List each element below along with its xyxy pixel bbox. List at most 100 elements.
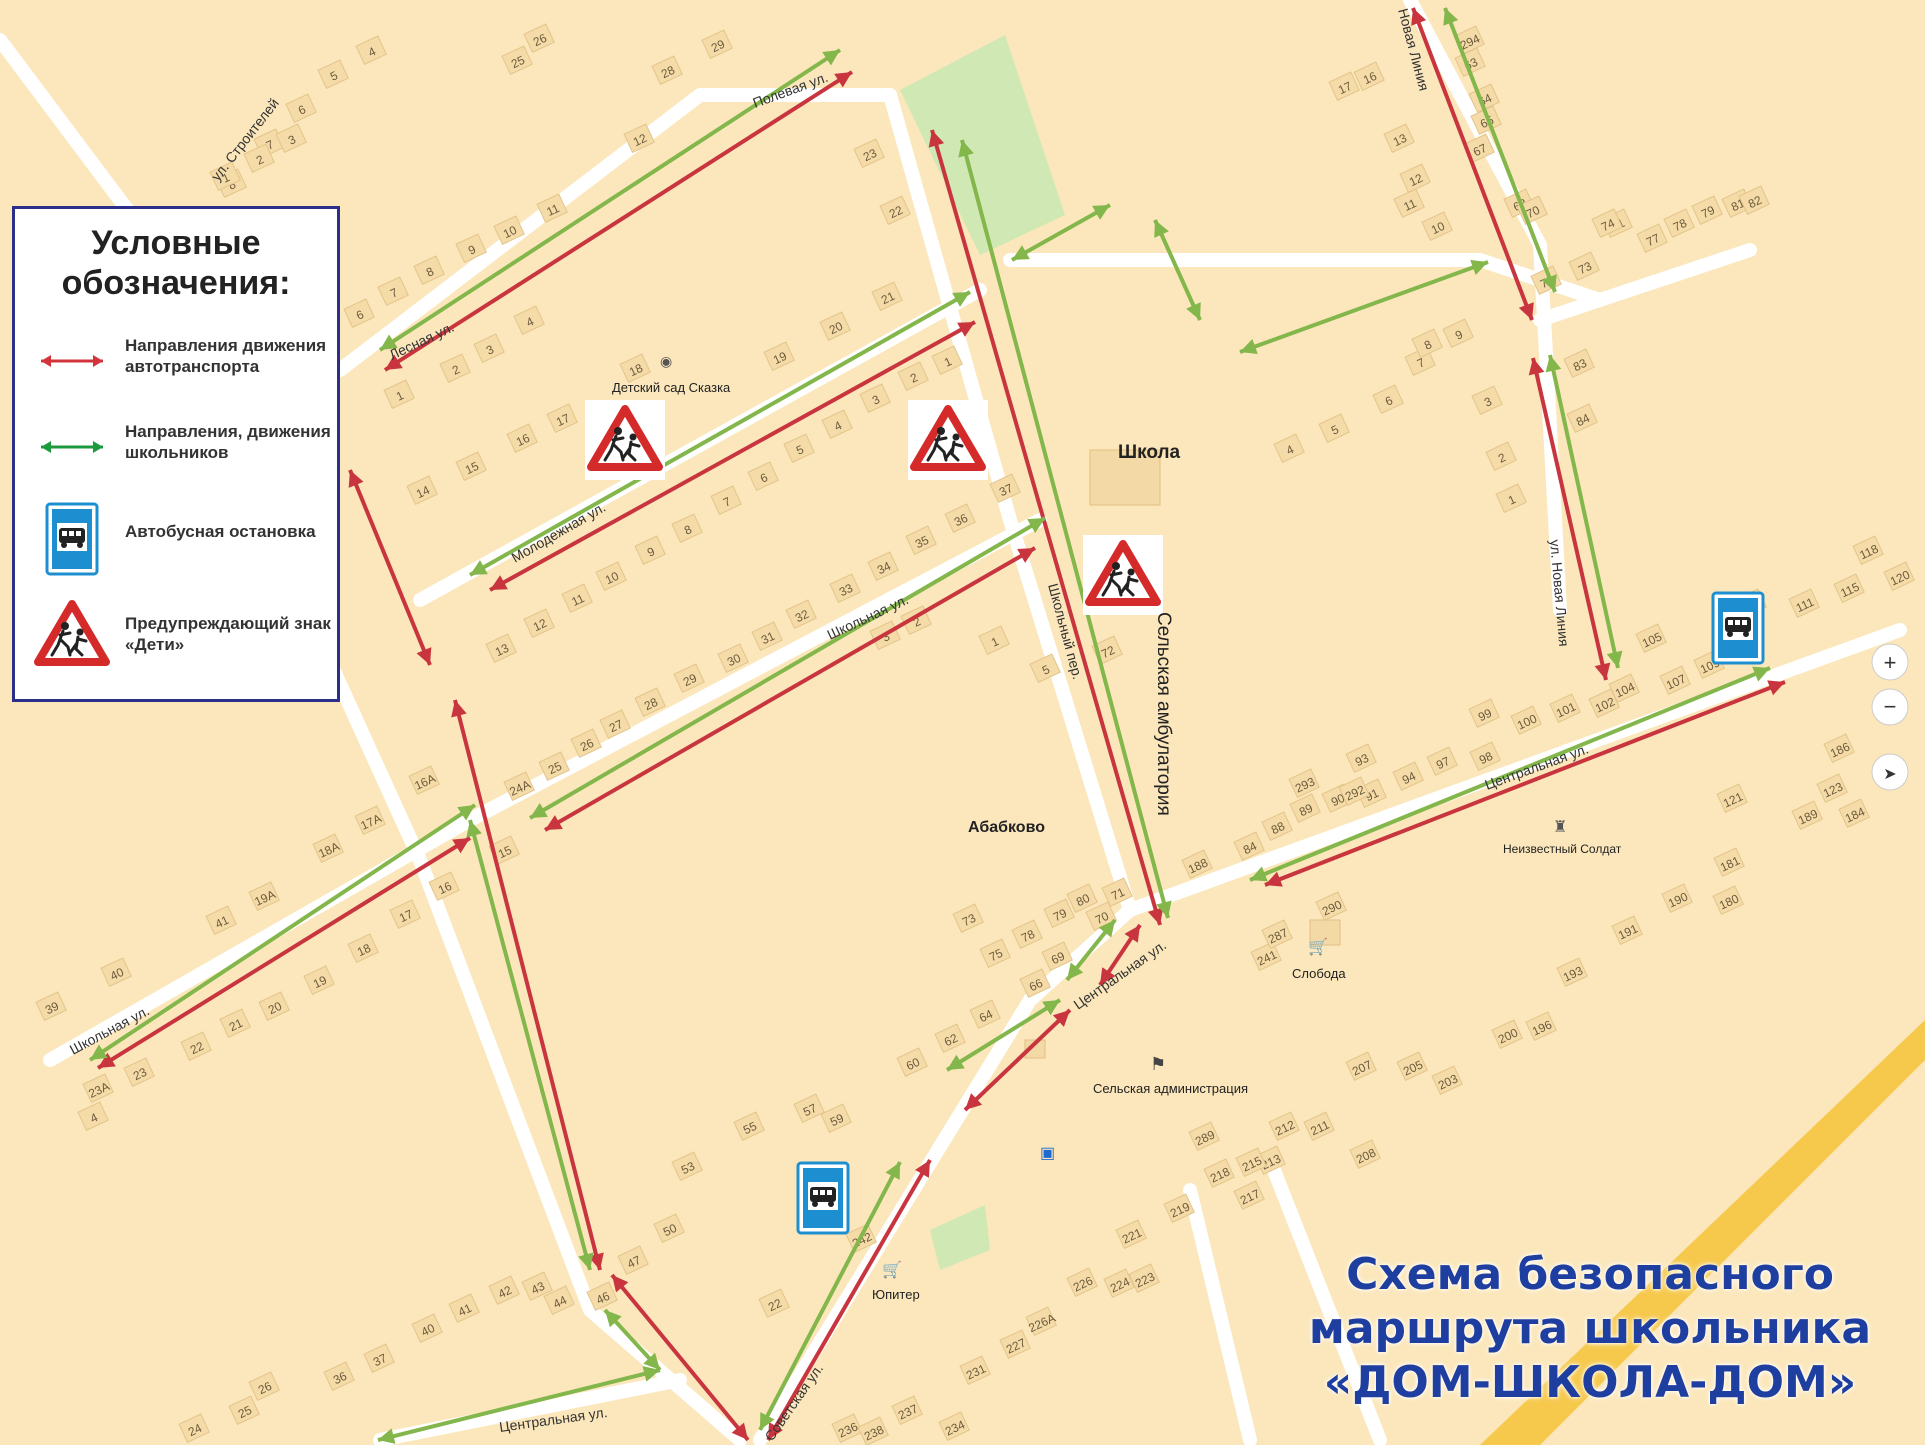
house-number: 20 [266, 999, 284, 1017]
red-arrow-head [1594, 662, 1611, 680]
map-title: Схема безопасного маршрута школьника «ДО… [1300, 1248, 1880, 1410]
house-marker [1025, 1306, 1057, 1336]
house-marker [1328, 71, 1360, 101]
house-marker [1791, 800, 1823, 830]
green-arrow-head [1250, 866, 1268, 882]
house-number: 28 [659, 63, 677, 81]
green-arrow-head [605, 1310, 622, 1328]
house-marker [1338, 776, 1370, 806]
house-marker [599, 709, 631, 739]
green-arrow-head [1092, 205, 1110, 220]
house-number: 37 [997, 481, 1015, 499]
green-arrow [758, 1161, 902, 1431]
house-number: 16 [514, 431, 532, 449]
house-marker [879, 195, 911, 225]
red-arrow-head [834, 72, 852, 88]
green-arrow-head [1156, 900, 1172, 918]
house-marker [1393, 188, 1425, 218]
red-arrow-head [490, 575, 508, 590]
house-number: 19 [311, 973, 329, 991]
house-number: 35 [913, 533, 931, 551]
house-marker [248, 881, 280, 911]
green-arrow [1011, 203, 1111, 262]
house-marker [82, 1073, 114, 1103]
zoom-in-button[interactable] [1871, 643, 1909, 681]
legend-text-sign: Предупреждающий знак «Дети» [125, 614, 331, 654]
traffic-direction-arrows [96, 7, 1786, 1442]
house-number: 69 [1049, 949, 1067, 967]
house-marker [455, 233, 487, 263]
legend-item-pedestrian: Направления, движения школьников [15, 407, 337, 497]
house-marker [178, 1413, 210, 1443]
house-number: 47 [625, 1253, 643, 1271]
zoom-out-button[interactable] [1871, 688, 1909, 726]
red-arrow-head [768, 1422, 783, 1440]
house-marker [413, 255, 445, 285]
children-warning-sign-icon [908, 400, 988, 480]
house-number: 17 [1336, 79, 1354, 97]
house-marker [999, 1329, 1031, 1359]
map-controls[interactable]: + − ➤ [1871, 643, 1909, 791]
house-marker [536, 193, 568, 223]
red-arrow-head [1411, 8, 1427, 26]
ambulatory-label: Сельская амбулатория [1153, 612, 1174, 816]
red-arrow-head [1124, 925, 1140, 943]
green-arrow [960, 139, 1170, 919]
house-number: 77 [1644, 231, 1662, 249]
red-arrow-head [1265, 871, 1283, 887]
house-marker [1716, 783, 1748, 813]
house-marker [1392, 761, 1424, 791]
house-marker [897, 361, 929, 391]
house-number: 32 [793, 607, 811, 625]
house-number: 21 [227, 1016, 245, 1034]
house-marker [546, 403, 578, 433]
house-marker [651, 55, 683, 85]
house-marker [1233, 1180, 1265, 1210]
house-number: 18 [627, 361, 645, 379]
house-marker [1563, 348, 1595, 378]
house-marker [538, 751, 570, 781]
house-number: 33 [837, 581, 855, 599]
red-arrow-head [928, 130, 945, 148]
house-marker [1353, 61, 1385, 91]
house-marker [1349, 1139, 1381, 1169]
place-labels: Школа Сельская амбулатория Абабково Детс… [612, 380, 1622, 1302]
house-marker [763, 341, 795, 371]
house-number: 78 [1019, 927, 1037, 945]
house-number: 12 [631, 131, 649, 149]
house-marker [1261, 811, 1293, 841]
house-marker [1383, 123, 1415, 153]
house-marker [634, 535, 666, 565]
house-marker [710, 485, 742, 515]
house-marker [1261, 919, 1293, 949]
house-marker [671, 513, 703, 543]
house-marker [455, 451, 487, 481]
green-arrow [378, 48, 842, 352]
legend-item-traffic: Направления движения автотранспорта [15, 321, 337, 411]
house-marker [343, 298, 375, 328]
house-marker [473, 333, 505, 363]
house-marker [1468, 698, 1500, 728]
house-marker [931, 345, 963, 375]
house-number: 73 [1576, 259, 1594, 277]
house-number: 22 [887, 203, 905, 221]
house-number: 27 [607, 717, 625, 735]
house-number: 10 [603, 569, 621, 587]
house-marker [1426, 746, 1458, 776]
house-marker [783, 433, 815, 463]
house-marker [383, 379, 415, 409]
house-marker [228, 1395, 260, 1425]
house-number: 11 [1401, 196, 1419, 214]
house-marker [411, 1313, 443, 1343]
red-arrow [610, 1273, 750, 1442]
red-arrow-head [1100, 967, 1116, 985]
house-number: 74 [1599, 216, 1617, 234]
house-marker [1635, 623, 1667, 653]
house-marker [1566, 403, 1598, 433]
house-marker [317, 59, 349, 89]
house-marker [1303, 1111, 1335, 1141]
house-number: 29 [709, 37, 727, 55]
compass-button[interactable] [1871, 753, 1909, 791]
house-number: 39 [43, 999, 61, 1017]
